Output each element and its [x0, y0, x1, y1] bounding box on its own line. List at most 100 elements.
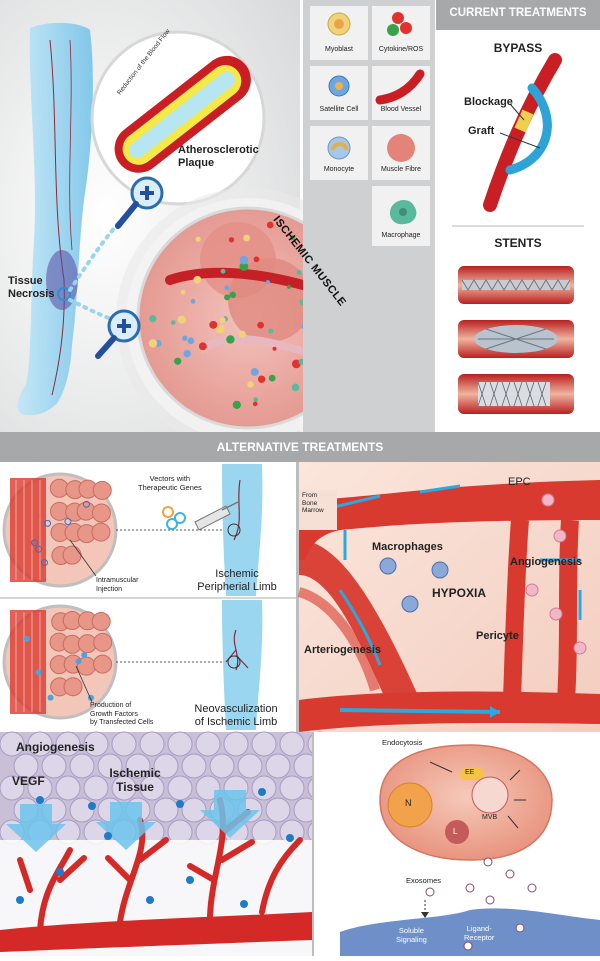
neovasc-label: Neovasculization of Ischemic Limb — [174, 703, 298, 729]
vegf-dot — [36, 796, 44, 804]
muscle-cell-dot — [232, 400, 241, 409]
muscle-cell-dot — [296, 269, 302, 275]
pericyte-cell — [553, 529, 567, 543]
vector-dot — [47, 694, 54, 701]
vegf-dot — [56, 868, 64, 876]
tissue-cell — [55, 775, 81, 801]
vegf-dot — [176, 800, 184, 808]
tissue-cell — [139, 731, 165, 757]
vector-dot — [35, 545, 43, 553]
bypass-label: BYPASS — [493, 41, 543, 55]
production-label: Production of Growth Factors by Transfec… — [90, 702, 153, 728]
tissue-cell — [41, 753, 67, 779]
muscle-cell-dot — [286, 284, 291, 289]
pericyte-cell — [549, 607, 563, 621]
current-treatments-header: CURRENT TREATMENTS — [449, 7, 587, 19]
muscle-cell-dot — [183, 349, 191, 358]
tissue-cell — [167, 775, 193, 801]
macrophage-cell — [379, 557, 397, 575]
macrophage-cell — [431, 561, 449, 579]
vector-dot — [64, 518, 72, 526]
vegf-dot — [186, 876, 194, 884]
tissue-cell — [265, 753, 291, 779]
muscle-fibre-cross-section — [62, 545, 82, 565]
tissue-cell — [181, 753, 207, 779]
muscle-cell-dot — [228, 237, 235, 243]
cytokine-ros-icon — [392, 12, 404, 24]
macrophage-cell — [401, 595, 419, 613]
vectors-line-2: Therapeutic Genes — [138, 483, 202, 492]
exosome — [515, 923, 525, 933]
vector-dot — [81, 651, 88, 658]
tissue-cell — [83, 731, 109, 757]
muscle-cell-dot — [193, 275, 202, 284]
muscle-cell-dot — [195, 236, 201, 242]
exosome — [425, 887, 435, 897]
ligand-receptor-label: Ligand- Receptor — [464, 924, 494, 942]
ee-label: EE — [465, 769, 475, 776]
legend-muscle-fibre: Muscle Fibre — [380, 166, 422, 173]
bone-marrow-line-2: Bone — [302, 499, 318, 507]
muscle-cell-dot — [209, 320, 218, 329]
plaque-line-1: Atherosclerotic — [178, 144, 259, 156]
production-line-2: Growth Factors — [90, 710, 138, 718]
ischemic-tissue-line-2: Tissue — [116, 780, 154, 794]
l-label: L — [453, 827, 458, 836]
muscle-cell-dot — [250, 368, 259, 376]
exosome — [485, 895, 495, 905]
muscle-cell-dot — [253, 256, 260, 263]
arteriogenesis-label: Arteriogenesis — [304, 644, 382, 656]
graft-label: Graft — [468, 125, 495, 137]
muscle-cell-dot — [268, 374, 276, 382]
vegf-label: VEGF — [12, 774, 45, 788]
tissue-cell — [237, 753, 263, 779]
tissue-cell — [223, 731, 249, 757]
vector-dot — [82, 500, 90, 508]
injection-line-2: Injection — [96, 586, 123, 593]
legend-blood-vessel: Blood Vessel — [380, 106, 422, 113]
stent-1 — [458, 266, 574, 304]
muscle-fibre-cross-section — [91, 612, 111, 632]
tissue-cell — [265, 797, 291, 823]
leg — [17, 22, 93, 416]
monocyte-icon — [327, 136, 351, 160]
mvb-label: MVB — [482, 814, 498, 821]
exosome — [483, 857, 493, 867]
pericyte-label: Pericyte — [476, 630, 519, 642]
vector-dot — [35, 669, 42, 676]
vegf-dot — [146, 896, 154, 904]
muscle-cell-dot — [224, 285, 230, 291]
ischemic-tissue-label: Ischemic Tissue — [100, 766, 170, 794]
tissue-cell — [111, 731, 137, 757]
neovasc-line-2: of Ischemic Limb — [194, 716, 278, 728]
tissue-cell — [153, 753, 179, 779]
soluble-signaling-label: Soluble Signaling — [396, 926, 427, 944]
tissue-cell — [153, 797, 179, 823]
vegf-dot — [16, 896, 24, 904]
from-bone-marrow-label: From Bone Marrow — [302, 492, 324, 515]
tissue-cell — [27, 731, 53, 757]
bone-marrow-line-3: Marrow — [302, 507, 324, 514]
muscle-cell-dot — [238, 330, 246, 338]
pericyte-cell — [573, 641, 587, 655]
pericyte-cell — [525, 583, 539, 597]
muscle-cell-dot — [198, 342, 207, 351]
soluble-line-2: Signaling — [396, 935, 427, 944]
legend-monocyte: Monocyte — [323, 166, 355, 173]
tissue-cell — [195, 731, 221, 757]
tissue-cell — [55, 731, 81, 757]
muscle-cell-dot — [290, 235, 295, 241]
exosome — [465, 883, 475, 893]
stent-3 — [458, 374, 574, 414]
tissue-cell — [279, 775, 305, 801]
muscle-cell-dot — [180, 289, 186, 295]
endocytosis-label: Endocytosis — [382, 738, 423, 747]
tissue-necrosis-line-1: Tissue — [8, 275, 43, 287]
macrophages-label: Macrophages — [372, 541, 443, 553]
ligand-line-2: Receptor — [464, 933, 495, 942]
muscle-cell-dot — [253, 397, 259, 403]
muscle-cell-dot — [174, 357, 182, 365]
production-line-1: Production of — [90, 702, 132, 709]
vector-dot — [44, 519, 52, 527]
muscle-cell-dot — [266, 221, 274, 229]
